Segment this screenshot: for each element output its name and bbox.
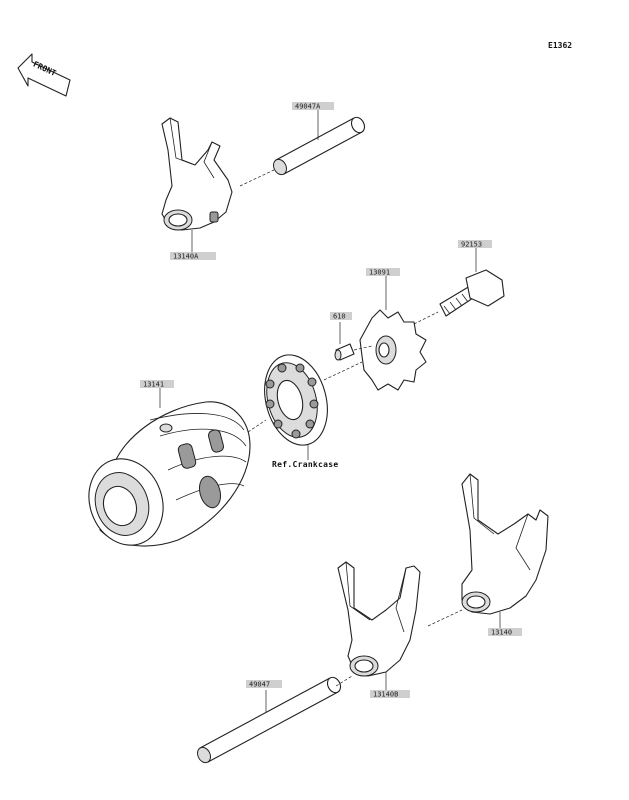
pin-610: [334, 322, 373, 361]
part-number-13141: 13141: [143, 381, 164, 389]
part-number-13140: 13140: [491, 629, 512, 637]
part-number-49047: 49047: [249, 681, 270, 689]
part-number-92153: 92153: [461, 241, 482, 249]
label-13140: 13140: [488, 628, 522, 637]
part-number-13140a: 13140A: [173, 253, 199, 261]
part-number-610: 610: [333, 313, 346, 321]
front-arrow-icon: FRONT: [17, 53, 71, 97]
shift-fork-13140a: [161, 117, 233, 252]
bolt-92153: [413, 248, 505, 325]
label-13141: 13141: [140, 380, 174, 389]
shift-drum-13141: [88, 388, 267, 547]
part-number-13091: 13091: [369, 269, 390, 277]
label-13140b: 13140B: [370, 690, 410, 699]
label-92153: 92153: [458, 240, 492, 249]
label-13140a: 13140A: [170, 252, 216, 261]
shift-fork-13140b: [337, 561, 421, 690]
label-13091: 13091: [366, 268, 400, 277]
part-number-13140b: 13140B: [373, 691, 398, 699]
plate-13091: [359, 276, 427, 391]
label-610: 610: [330, 312, 352, 321]
diagram-code: E1362: [548, 41, 572, 50]
shift-fork-13140: [427, 473, 549, 628]
bearing: [264, 354, 363, 460]
part-number-49047a: 49047A: [295, 103, 321, 111]
label-49047: 49047: [246, 680, 282, 689]
shaft-49047a: [239, 110, 366, 187]
shaft-49047: [197, 675, 353, 764]
label-49047a: 49047A: [292, 102, 334, 111]
reference-note: Ref.Crankcase: [272, 460, 339, 469]
